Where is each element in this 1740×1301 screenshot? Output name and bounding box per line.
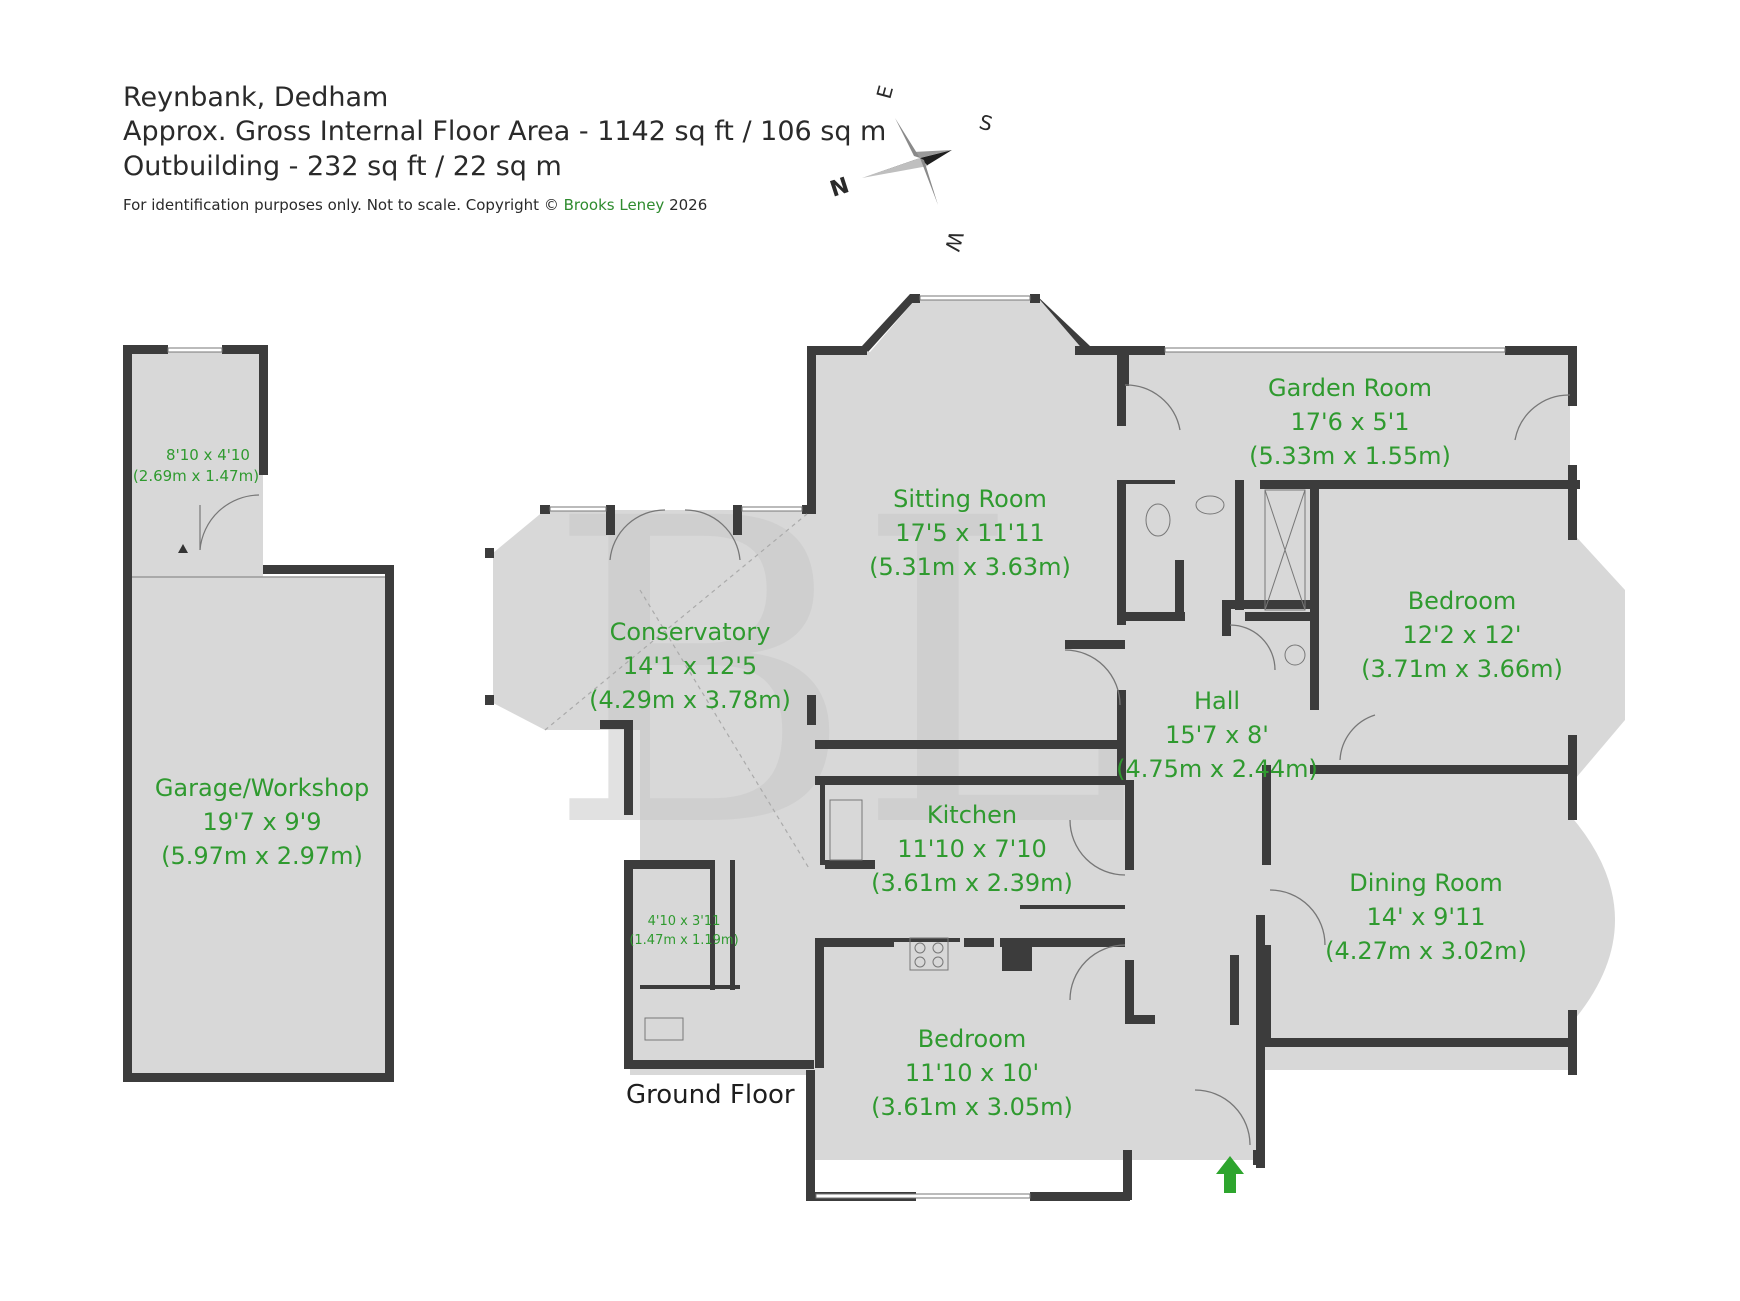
floor-label: Ground Floor bbox=[626, 1080, 795, 1110]
property-title: Reynbank, Dedham bbox=[123, 82, 389, 113]
dining-room-name: Dining Room bbox=[1349, 869, 1502, 897]
compass-e: E bbox=[872, 83, 898, 101]
entrance-arrow-icon bbox=[1216, 1156, 1244, 1193]
bedroom-2-dimensions-metric: (3.61m x 3.05m) bbox=[871, 1093, 1073, 1121]
floor-area-line: Approx. Gross Internal Floor Area - 1142… bbox=[123, 116, 887, 147]
store-dimensions-imperial: 8'10 x 4'10 bbox=[166, 446, 250, 464]
bedroom-1-dimensions-metric: (3.71m x 3.66m) bbox=[1361, 655, 1563, 683]
doors bbox=[609, 384, 1571, 1146]
garden-room-dimensions-imperial: 17'6 x 5'1 bbox=[1290, 408, 1409, 436]
conservatory-dimensions-imperial: 14'1 x 12'5 bbox=[623, 652, 757, 680]
hall-dimensions-metric: (4.75m x 2.44m) bbox=[1116, 755, 1318, 783]
garden-room-name: Garden Room bbox=[1268, 374, 1432, 402]
garage-name: Garage/Workshop bbox=[155, 774, 369, 802]
sitting-room-dimensions-metric: (5.31m x 3.63m) bbox=[869, 553, 1071, 581]
conservatory-dimensions-metric: (4.29m x 3.78m) bbox=[589, 686, 791, 714]
garage-dimensions-metric: (5.97m x 2.97m) bbox=[161, 842, 363, 870]
sitting-room-name: Sitting Room bbox=[893, 485, 1047, 513]
windows bbox=[549, 295, 1506, 1199]
conservatory-roof-lines bbox=[544, 513, 811, 871]
sitting-room-dimensions-imperial: 17'5 x 11'11 bbox=[895, 519, 1045, 547]
bedroom-2-name: Bedroom bbox=[918, 1025, 1027, 1053]
copyright-year: 2026 bbox=[669, 196, 708, 214]
outbuilding-area-line: Outbuilding - 232 sq ft / 22 sq m bbox=[123, 151, 562, 182]
hall-name: Hall bbox=[1194, 687, 1240, 715]
disclaimer-text: For identification purposes only. Not to… bbox=[123, 196, 564, 214]
kitchen-name: Kitchen bbox=[927, 801, 1017, 829]
kitchen-dimensions-imperial: 11'10 x 7'10 bbox=[897, 835, 1047, 863]
store-dimensions-metric: (2.69m x 1.47m) bbox=[133, 467, 259, 485]
conservatory-name: Conservatory bbox=[610, 618, 771, 646]
bedroom-1-name: Bedroom bbox=[1408, 587, 1517, 615]
compass-s: S bbox=[977, 110, 995, 136]
utility-dimensions-metric: (1.47m x 1.19m) bbox=[629, 933, 738, 948]
compass-n: N bbox=[827, 173, 852, 202]
fixtures bbox=[644, 489, 1306, 1041]
compass-rose-icon: N E S W bbox=[827, 83, 995, 254]
hall-dimensions-imperial: 15'7 x 8' bbox=[1165, 721, 1269, 749]
dining-room-dimensions-imperial: 14' x 9'11 bbox=[1366, 903, 1485, 931]
outbuilding bbox=[123, 345, 394, 1082]
brand-name: Brooks Leney bbox=[563, 196, 665, 214]
room-labels: 8'10 x 4'10 (2.69m x 1.47m) Garage/Works… bbox=[133, 374, 1563, 1121]
kitchen-dimensions-metric: (3.61m x 2.39m) bbox=[871, 869, 1073, 897]
garden-room-dimensions-metric: (5.33m x 1.55m) bbox=[1249, 442, 1451, 470]
watermark: BL bbox=[546, 431, 1134, 920]
disclaimer: For identification purposes only. Not to… bbox=[123, 196, 707, 214]
garage-dimensions-imperial: 19'7 x 9'9 bbox=[202, 808, 321, 836]
bedroom-1-dimensions-imperial: 12'2 x 12' bbox=[1402, 621, 1521, 649]
dining-room-dimensions-metric: (4.27m x 3.02m) bbox=[1325, 937, 1527, 965]
bedroom-2-dimensions-imperial: 11'10 x 10' bbox=[905, 1059, 1039, 1087]
utility-dimensions-imperial: 4'10 x 3'11 bbox=[648, 914, 721, 929]
compass-w: W bbox=[940, 229, 968, 255]
main-floor-fill bbox=[493, 300, 1625, 1160]
